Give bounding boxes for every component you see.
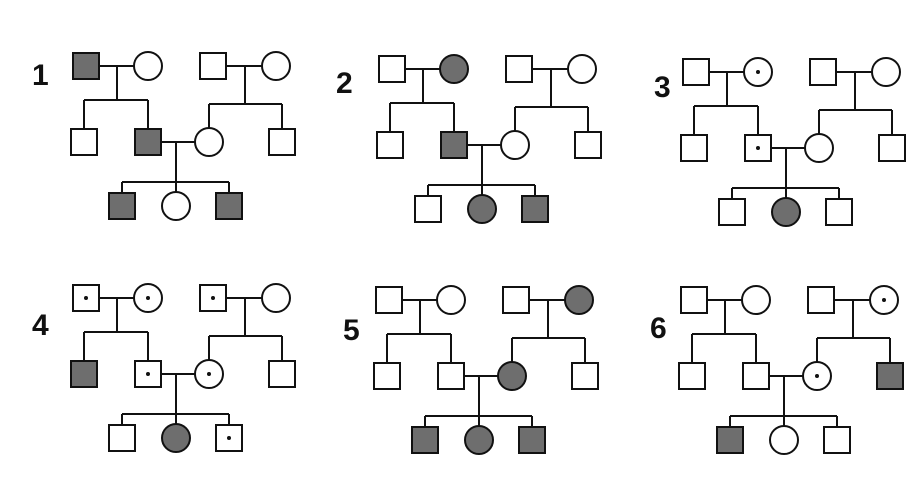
grandparent-male-carrier — [199, 284, 227, 312]
carrier-dot — [756, 146, 760, 150]
sibling-male-unaffected — [878, 134, 906, 162]
sibling-male-unaffected — [571, 362, 599, 390]
parent-male-unaffected — [437, 362, 465, 390]
sibling-male-unaffected — [376, 131, 404, 159]
parent-female-carrier — [802, 361, 832, 391]
sibling-male-affected — [876, 362, 904, 390]
parent-female-unaffected — [804, 133, 834, 163]
grandparent-female-carrier — [869, 285, 899, 315]
pedigree-number: 5 — [343, 314, 360, 347]
grandparent-female-unaffected — [261, 51, 291, 81]
carrier-dot — [146, 372, 150, 376]
grandparent-male-unaffected — [680, 286, 708, 314]
sibling-male-affected — [70, 360, 98, 388]
grandparent-female-unaffected — [871, 57, 901, 87]
carrier-dot — [146, 296, 150, 300]
sibling-male-unaffected — [574, 131, 602, 159]
parent-male-affected — [134, 128, 162, 156]
grandparent-female-unaffected — [741, 285, 771, 315]
child-female-affected — [467, 194, 497, 224]
child-female-unaffected — [769, 425, 799, 455]
child-female-affected — [464, 425, 494, 455]
grandparent-female-affected — [439, 54, 469, 84]
grandparent-male-carrier — [72, 284, 100, 312]
child-male-unaffected — [108, 424, 136, 452]
sibling-male-unaffected — [373, 362, 401, 390]
child-male-affected — [521, 195, 549, 223]
grandparent-female-unaffected — [436, 285, 466, 315]
parent-male-carrier — [744, 134, 772, 162]
pedigree-number: 2 — [336, 67, 353, 100]
grandparent-female-carrier — [743, 57, 773, 87]
child-female-unaffected — [161, 191, 191, 221]
parent-female-carrier — [194, 359, 224, 389]
parent-female-affected — [497, 361, 527, 391]
grandparent-male-unaffected — [682, 58, 710, 86]
carrier-dot — [211, 296, 215, 300]
child-male-affected — [716, 426, 744, 454]
carrier-dot — [227, 436, 231, 440]
carrier-dot — [815, 374, 819, 378]
sibling-male-unaffected — [680, 134, 708, 162]
child-male-affected — [411, 426, 439, 454]
grandparent-male-unaffected — [807, 286, 835, 314]
grandparent-female-unaffected — [261, 283, 291, 313]
pedigree-number: 1 — [32, 59, 49, 92]
parent-female-unaffected — [500, 130, 530, 160]
pedigree-6: 6 — [650, 285, 904, 455]
child-male-affected — [518, 426, 546, 454]
child-male-unaffected — [825, 198, 853, 226]
pedigree-1: 1 — [32, 51, 296, 221]
carrier-dot — [882, 298, 886, 302]
grandparent-male-affected — [72, 52, 100, 80]
child-male-affected — [215, 192, 243, 220]
pedigree-number: 6 — [650, 312, 667, 345]
parent-male-carrier — [134, 360, 162, 388]
grandparent-male-unaffected — [378, 55, 406, 83]
carrier-dot — [756, 70, 760, 74]
child-female-affected — [771, 197, 801, 227]
child-male-carrier — [215, 424, 243, 452]
grandparent-female-unaffected — [133, 51, 163, 81]
sibling-male-unaffected — [268, 360, 296, 388]
parent-male-affected — [440, 131, 468, 159]
carrier-dot — [84, 296, 88, 300]
grandparent-male-unaffected — [809, 58, 837, 86]
child-male-unaffected — [718, 198, 746, 226]
parent-female-unaffected — [194, 127, 224, 157]
child-female-affected — [161, 423, 191, 453]
child-male-unaffected — [414, 195, 442, 223]
parent-male-unaffected — [742, 362, 770, 390]
grandparent-female-affected — [564, 285, 594, 315]
pedigree-number: 4 — [32, 309, 49, 342]
carrier-dot — [207, 372, 211, 376]
grandparent-male-unaffected — [502, 286, 530, 314]
pedigree-5: 5 — [343, 285, 599, 455]
pedigree-2: 2 — [336, 54, 602, 224]
sibling-male-unaffected — [268, 128, 296, 156]
grandparent-male-unaffected — [199, 52, 227, 80]
sibling-male-unaffected — [70, 128, 98, 156]
grandparent-male-unaffected — [375, 286, 403, 314]
child-male-unaffected — [823, 426, 851, 454]
pedigree-3: 3 — [654, 57, 906, 227]
grandparent-female-unaffected — [567, 54, 597, 84]
child-male-affected — [108, 192, 136, 220]
pedigree-4: 4 — [32, 283, 296, 453]
grandparent-male-unaffected — [505, 55, 533, 83]
sibling-male-unaffected — [678, 362, 706, 390]
grandparent-female-carrier — [133, 283, 163, 313]
pedigree-number: 3 — [654, 71, 671, 104]
